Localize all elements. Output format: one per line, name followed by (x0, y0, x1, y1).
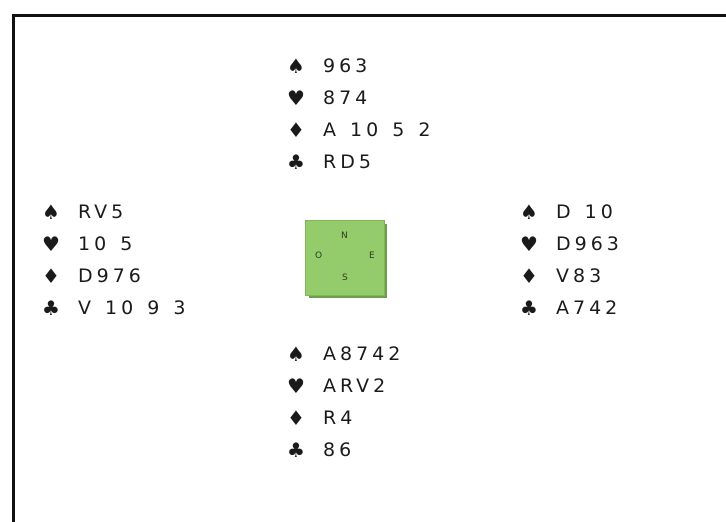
diagram-frame (12, 14, 726, 522)
west-diamonds: D976 (78, 265, 145, 287)
east-hand: ♠ D 10 ♥ D963 ♦ V83 ♣ A742 (520, 196, 623, 324)
south-clubs: 86 (323, 439, 356, 461)
south-diamonds: R4 (323, 407, 357, 429)
east-hearts: D963 (556, 233, 623, 255)
spade-icon: ♠ (42, 200, 60, 224)
spade-icon: ♠ (520, 200, 538, 224)
compass-bottom-face (309, 294, 387, 298)
north-spades-row: ♠ 963 (287, 50, 434, 82)
east-hearts-row: ♥ D963 (520, 228, 623, 260)
east-clubs: A742 (556, 297, 622, 319)
south-clubs-row: ♣ 86 (287, 434, 404, 466)
north-spades: 963 (323, 55, 372, 77)
south-diamonds-row: ♦ R4 (287, 402, 404, 434)
south-hearts-row: ♥ ARV2 (287, 370, 404, 402)
west-diamonds-row: ♦ D976 (42, 260, 189, 292)
club-icon: ♣ (287, 438, 305, 462)
diamond-icon: ♦ (42, 264, 60, 288)
west-hearts: 10 5 (78, 233, 137, 255)
spade-icon: ♠ (287, 54, 305, 78)
compass-box: N O E S (305, 220, 387, 298)
north-hand: ♠ 963 ♥ 874 ♦ A 10 5 2 ♣ RD5 (287, 50, 434, 178)
east-clubs-row: ♣ A742 (520, 292, 623, 324)
heart-icon: ♥ (287, 374, 305, 398)
south-spades: A8742 (323, 343, 405, 365)
north-hearts-row: ♥ 874 (287, 82, 434, 114)
east-spades-row: ♠ D 10 (520, 196, 623, 228)
west-spades: RV5 (78, 201, 128, 223)
west-hand: ♠ RV5 ♥ 10 5 ♦ D976 ♣ V 10 9 3 (42, 196, 189, 324)
diamond-icon: ♦ (520, 264, 538, 288)
compass-north-label: N (341, 231, 348, 241)
west-spades-row: ♠ RV5 (42, 196, 189, 228)
spade-icon: ♠ (287, 342, 305, 366)
east-diamonds-row: ♦ V83 (520, 260, 623, 292)
club-icon: ♣ (287, 150, 305, 174)
west-clubs-row: ♣ V 10 9 3 (42, 292, 189, 324)
compass-east-label: E (369, 251, 375, 261)
club-icon: ♣ (520, 296, 538, 320)
compass-side-face (383, 224, 387, 298)
north-hearts: 874 (323, 87, 372, 109)
west-hearts-row: ♥ 10 5 (42, 228, 189, 260)
east-diamonds: V83 (556, 265, 606, 287)
south-hearts: ARV2 (323, 375, 390, 397)
north-diamonds-row: ♦ A 10 5 2 (287, 114, 434, 146)
north-diamonds: A 10 5 2 (323, 119, 435, 141)
heart-icon: ♥ (42, 232, 60, 256)
compass-south-label: S (342, 273, 348, 283)
south-spades-row: ♠ A8742 (287, 338, 404, 370)
north-clubs-row: ♣ RD5 (287, 146, 434, 178)
compass-front-face: N O E S (305, 220, 385, 296)
north-clubs: RD5 (323, 151, 375, 173)
heart-icon: ♥ (287, 86, 305, 110)
east-spades: D 10 (556, 201, 617, 223)
compass-west-label: O (315, 251, 323, 261)
heart-icon: ♥ (520, 232, 538, 256)
diamond-icon: ♦ (287, 118, 305, 142)
south-hand: ♠ A8742 ♥ ARV2 ♦ R4 ♣ 86 (287, 338, 404, 466)
diamond-icon: ♦ (287, 406, 305, 430)
club-icon: ♣ (42, 296, 60, 320)
west-clubs: V 10 9 3 (78, 297, 190, 319)
